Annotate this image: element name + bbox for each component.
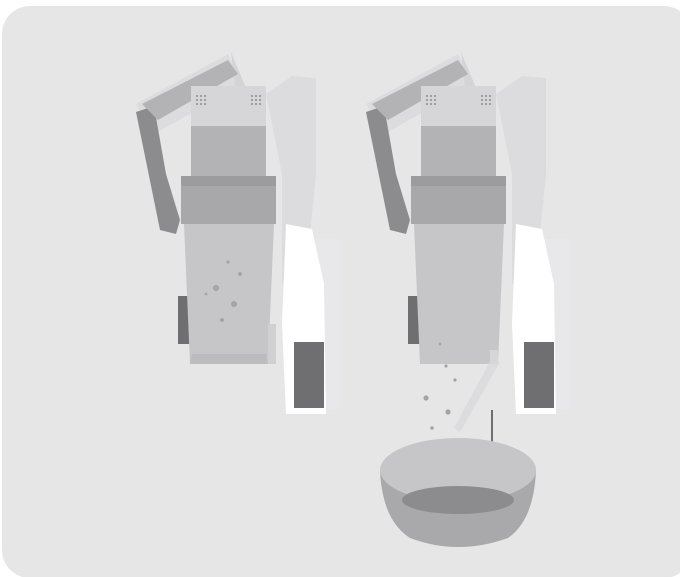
bowl-icon — [380, 438, 536, 547]
dustbin-open-icon — [414, 224, 504, 364]
dustbin-closed-icon — [184, 224, 276, 364]
